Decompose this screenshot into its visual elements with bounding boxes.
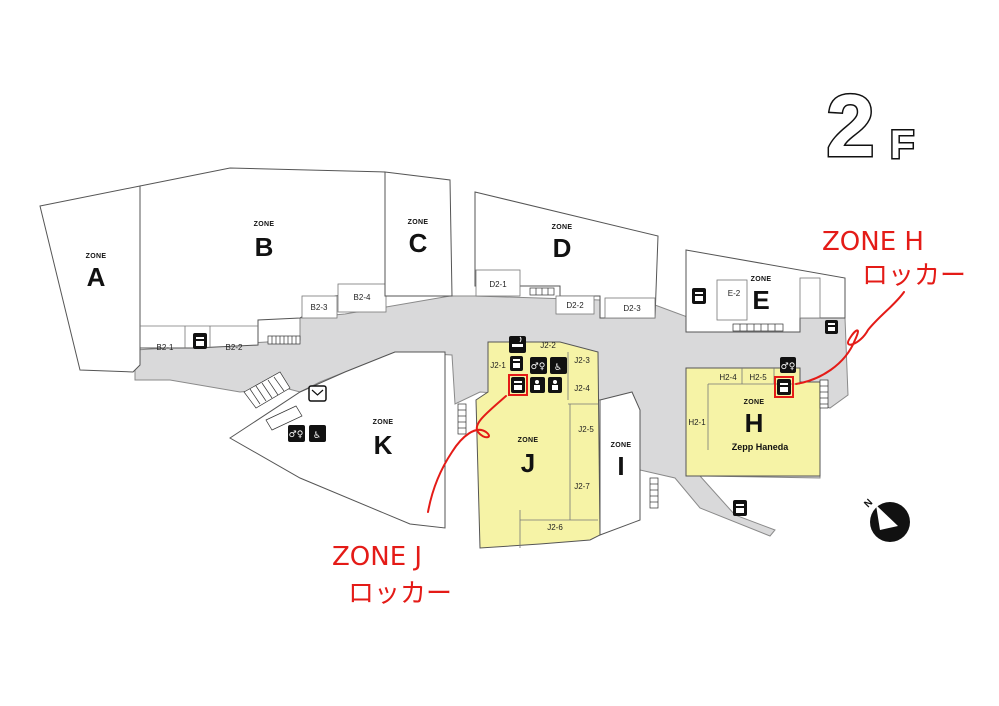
- zone-k-caption: ZONE: [373, 419, 394, 426]
- unit-b2-4: B2-4: [354, 293, 371, 302]
- restroom-icon: ♂♀: [530, 357, 547, 374]
- annotation-zone-h-sub: ロッカー: [862, 261, 966, 291]
- venue-name: Zepp Haneda: [732, 442, 790, 452]
- zone-d-caption: ZONE: [552, 224, 573, 231]
- unit-j2-3: J2-3: [574, 356, 590, 365]
- compass-north: N: [862, 497, 875, 510]
- locker-icon[interactable]: [733, 500, 747, 516]
- floor-suffix: F: [890, 123, 914, 167]
- zone-k-label: K: [374, 430, 393, 460]
- annotation-zone-h-title: ZONE H: [822, 227, 924, 257]
- annotation-j-pointer: [427, 395, 507, 513]
- zone-c-caption: ZONE: [408, 219, 429, 226]
- zone-h-label: H: [745, 408, 764, 438]
- zone-e-caption: ZONE: [751, 276, 772, 283]
- unit-b2-2: B2-2: [226, 343, 243, 352]
- zone-i-caption: ZONE: [611, 442, 632, 449]
- svg-text:♂♀: ♂♀: [531, 362, 546, 372]
- zone-a[interactable]: [39, 185, 141, 373]
- zone-c-label: C: [409, 228, 428, 258]
- locker-icon[interactable]: [510, 356, 523, 371]
- floor-indicator: 2 F: [825, 75, 916, 177]
- annotation-h-pointer: [795, 291, 905, 385]
- unit-j2-5: J2-5: [578, 425, 594, 434]
- zone-h-caption: ZONE: [744, 399, 765, 406]
- svg-text:♿: ♿: [554, 363, 562, 373]
- stairs-d: [529, 287, 555, 296]
- nursing-icon: [530, 377, 545, 393]
- escalator-k: [243, 371, 303, 431]
- restroom-icon: ♂♀: [288, 425, 305, 442]
- stairs-j-side: [457, 403, 467, 435]
- restroom-icon: ♂♀: [780, 357, 796, 373]
- unit-j2-6: J2-6: [547, 523, 563, 532]
- unit-j2-2: J2-2: [540, 341, 556, 350]
- zone-j[interactable]: [475, 341, 601, 549]
- zone-j-caption: ZONE: [518, 437, 539, 444]
- zone-c[interactable]: [384, 171, 453, 297]
- locker-icon-highlighted[interactable]: [508, 374, 528, 396]
- locker-icon[interactable]: [692, 288, 706, 304]
- unit-j2-4: J2-4: [574, 384, 590, 393]
- locker-icon-highlighted[interactable]: [774, 376, 794, 398]
- stairs-i-side: [649, 477, 659, 509]
- svg-text:♿: ♿: [313, 431, 321, 441]
- zone-j-label: J: [521, 448, 535, 478]
- unit-h2-5: H2-5: [749, 373, 767, 382]
- locker-icon[interactable]: [825, 320, 838, 334]
- annotation-zone-j-title: ZONE J: [332, 542, 422, 572]
- unit-e-2: E-2: [728, 289, 741, 298]
- unit-b2-3: B2-3: [311, 303, 328, 312]
- annotation-zone-j-sub: ロッカー: [348, 579, 452, 609]
- unit-d2-3: D2-3: [623, 304, 641, 313]
- zone-b-caption: ZONE: [254, 221, 275, 228]
- zone-a-label: A: [87, 262, 106, 292]
- nursing-icon: [548, 377, 562, 393]
- compass-icon: N: [862, 497, 910, 542]
- unit-h2-4: H2-4: [719, 373, 737, 382]
- mail-icon: [308, 385, 327, 402]
- zone-b-label: B: [255, 232, 274, 262]
- svg-text:♂♀: ♂♀: [781, 362, 796, 372]
- stairs-b: [267, 335, 301, 345]
- floor-number: 2: [826, 76, 875, 175]
- accessible-icon: ♿: [309, 425, 326, 442]
- zone-i-label: I: [617, 451, 624, 481]
- zone-e-label: E: [752, 285, 769, 315]
- unit-h2-1: H2-1: [688, 418, 706, 427]
- unit-d2-2: D2-2: [566, 301, 584, 310]
- unit-d2-1: D2-1: [489, 280, 507, 289]
- unit-b2-1: B2-1: [157, 343, 174, 352]
- smoking-icon: [509, 336, 526, 353]
- unit-j2-1: J2-1: [490, 361, 506, 370]
- stairs-h-side: [819, 379, 829, 409]
- unit-j2-7: J2-7: [574, 482, 590, 491]
- zone-d-label: D: [553, 233, 572, 263]
- accessible-icon: ♿: [550, 357, 567, 374]
- stairs-e: [732, 323, 784, 332]
- locker-icon[interactable]: [193, 333, 207, 349]
- svg-text:♂♀: ♂♀: [289, 430, 304, 440]
- zone-a-caption: ZONE: [86, 253, 107, 260]
